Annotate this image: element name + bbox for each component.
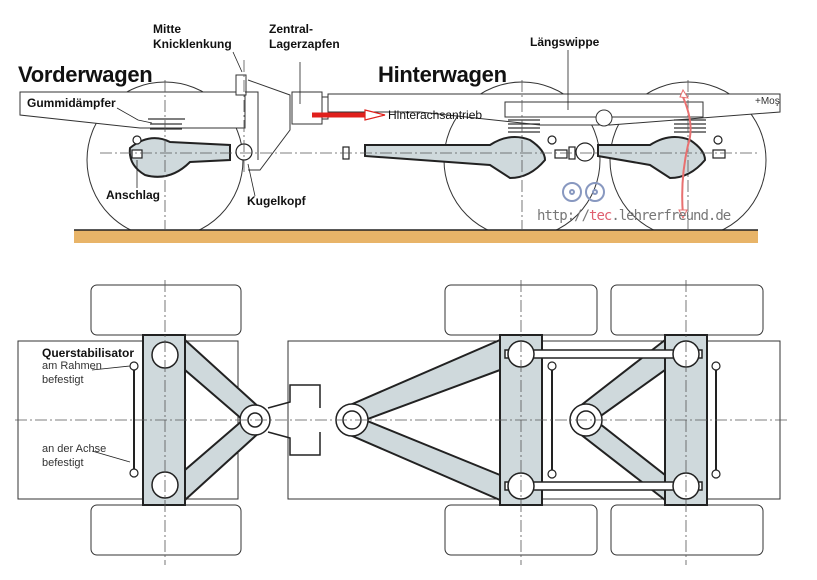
label-anti-roll-bar: Querstabilisator xyxy=(42,346,135,360)
stabilizer-bar-bottom xyxy=(504,481,703,491)
watermark-prefix: http:// xyxy=(537,208,590,224)
label-central-pivot-1: Zentral- xyxy=(269,22,314,36)
rear-a-frame-2 xyxy=(574,337,666,503)
tire-rear2-left xyxy=(610,284,764,336)
tire-rear2-right xyxy=(610,504,764,556)
watermark-url: http://tec.lehrerfreund.de xyxy=(537,208,731,224)
label-center-articulation-2: Knicklenkung xyxy=(153,37,232,51)
label-axle-mount-1: an der Achse xyxy=(42,443,107,455)
swing-arrow xyxy=(681,96,692,216)
label-axle-mount-2: befestigt xyxy=(42,457,84,469)
label-ball-head: Kugelkopf xyxy=(247,194,306,208)
title-rear-car: Hinterwagen xyxy=(378,62,507,87)
label-rubber-damper: Gummidämpfer xyxy=(27,96,116,110)
watermark-gears-icon xyxy=(562,182,605,202)
front-frame xyxy=(19,91,246,129)
front-axle xyxy=(128,137,231,178)
label-center-articulation-1: Mitte xyxy=(153,22,181,36)
label-rear-axle-drive: Hinterachsantrieb xyxy=(388,108,483,122)
rear-a-frame-1 xyxy=(349,338,501,502)
stabilizer-bar-top xyxy=(504,349,703,359)
central-pivot xyxy=(291,91,323,125)
tire-front-left xyxy=(90,284,242,336)
tire-front-right xyxy=(90,504,242,556)
watermark-suffix: .lehrerfreund.de xyxy=(611,208,731,224)
title-front-car: Vorderwagen xyxy=(18,62,153,87)
watermark-accent: tec xyxy=(589,208,612,224)
signature: +Moş xyxy=(755,96,780,107)
label-frame-mount-1: am Rahmen xyxy=(42,360,102,372)
label-central-pivot-2: Lagerzapfen xyxy=(269,37,340,51)
ground xyxy=(74,230,758,243)
label-frame-mount-2: befestigt xyxy=(42,374,84,386)
label-stop: Anschlag xyxy=(106,188,161,202)
rear-axle-1 xyxy=(364,135,547,180)
rear-axle-2 xyxy=(597,135,707,180)
label-longitudinal-rocker: Längswippe xyxy=(530,35,600,49)
